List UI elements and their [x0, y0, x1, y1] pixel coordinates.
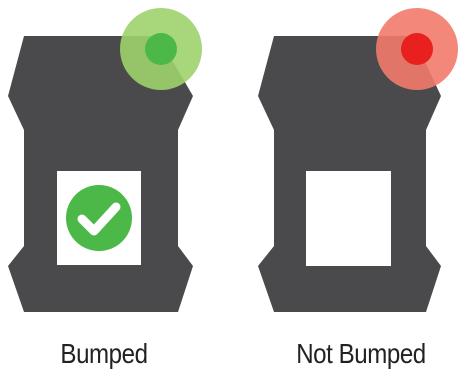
not-bumped-device-screen — [306, 171, 391, 266]
bumped-device — [8, 8, 202, 312]
not-bumped-indicator-light — [376, 8, 458, 90]
bumped-caption: Bumped — [27, 340, 182, 368]
bumped-indicator-light — [120, 8, 202, 90]
not-bumped-device — [258, 8, 458, 312]
not-bumped-caption: Not Bumped — [279, 340, 442, 368]
check-circle-icon — [66, 185, 132, 251]
